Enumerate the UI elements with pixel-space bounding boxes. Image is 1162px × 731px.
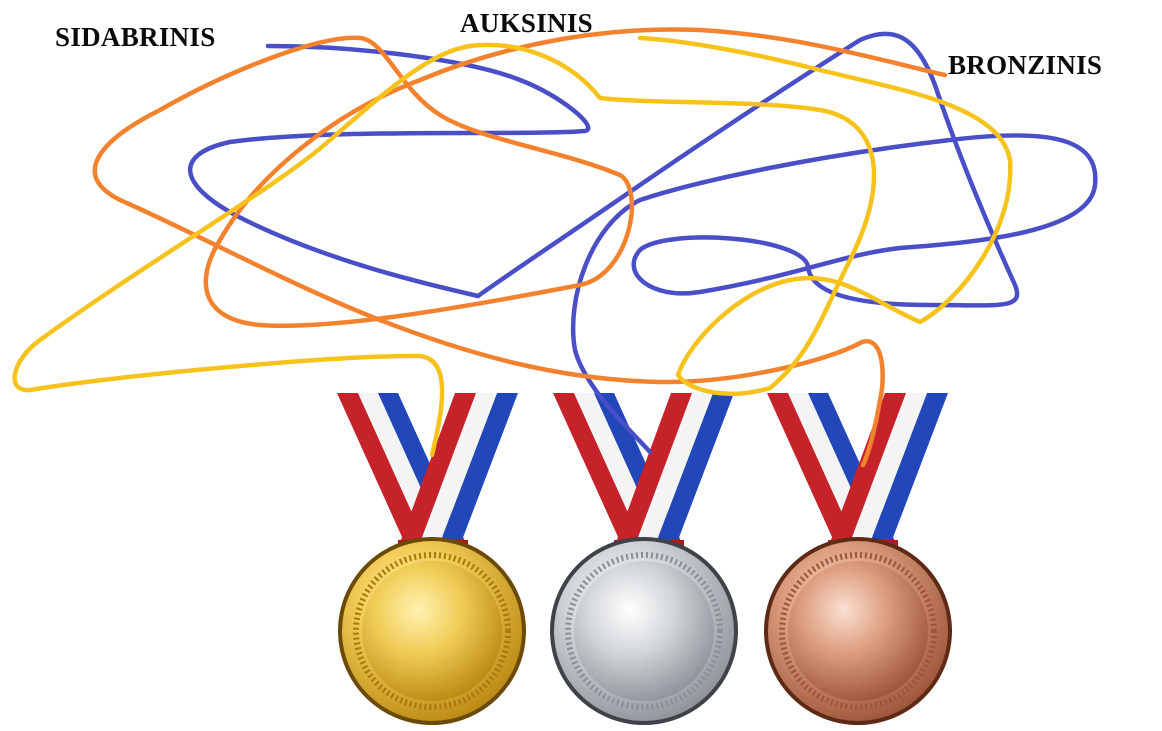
yellow-maze-line [12,35,1013,458]
blue-maze-line [187,31,1098,455]
label-silver: SIDABRINIS [55,22,216,52]
bronze-medal-ribbon [767,393,948,554]
label-gold: AUKSINIS [460,8,593,38]
silver-medal-ribbon [553,393,734,554]
gold-medal [337,393,526,725]
gold-medal-ribbon [337,393,518,554]
silver-medal [550,393,738,725]
label-bronze: BRONZINIS [948,50,1103,80]
bronze-medal [764,393,952,725]
